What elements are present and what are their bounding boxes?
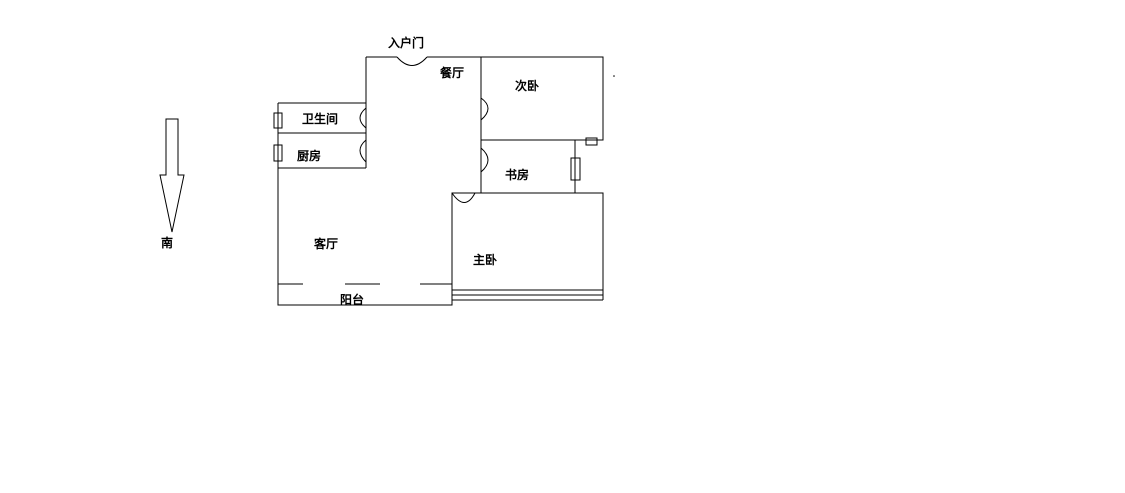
walls	[277, 56, 604, 306]
study-label: 书房	[505, 168, 530, 182]
dining-room-label: 餐厅	[440, 66, 465, 80]
entrance-door-label: 入户门	[388, 36, 425, 50]
balcony-label: 阳台	[340, 293, 365, 307]
living-room-label: 客厅	[314, 237, 339, 251]
windows	[273, 112, 598, 181]
doors	[359, 56, 489, 203]
bathroom-label: 卫生间	[302, 112, 339, 126]
south-arrow-icon	[159, 118, 185, 233]
kitchen-label: 厨房	[297, 149, 322, 163]
master-bedroom-label: 主卧	[473, 253, 498, 267]
south-label: 南	[161, 236, 174, 250]
second-bedroom-label: 次卧	[515, 79, 540, 93]
